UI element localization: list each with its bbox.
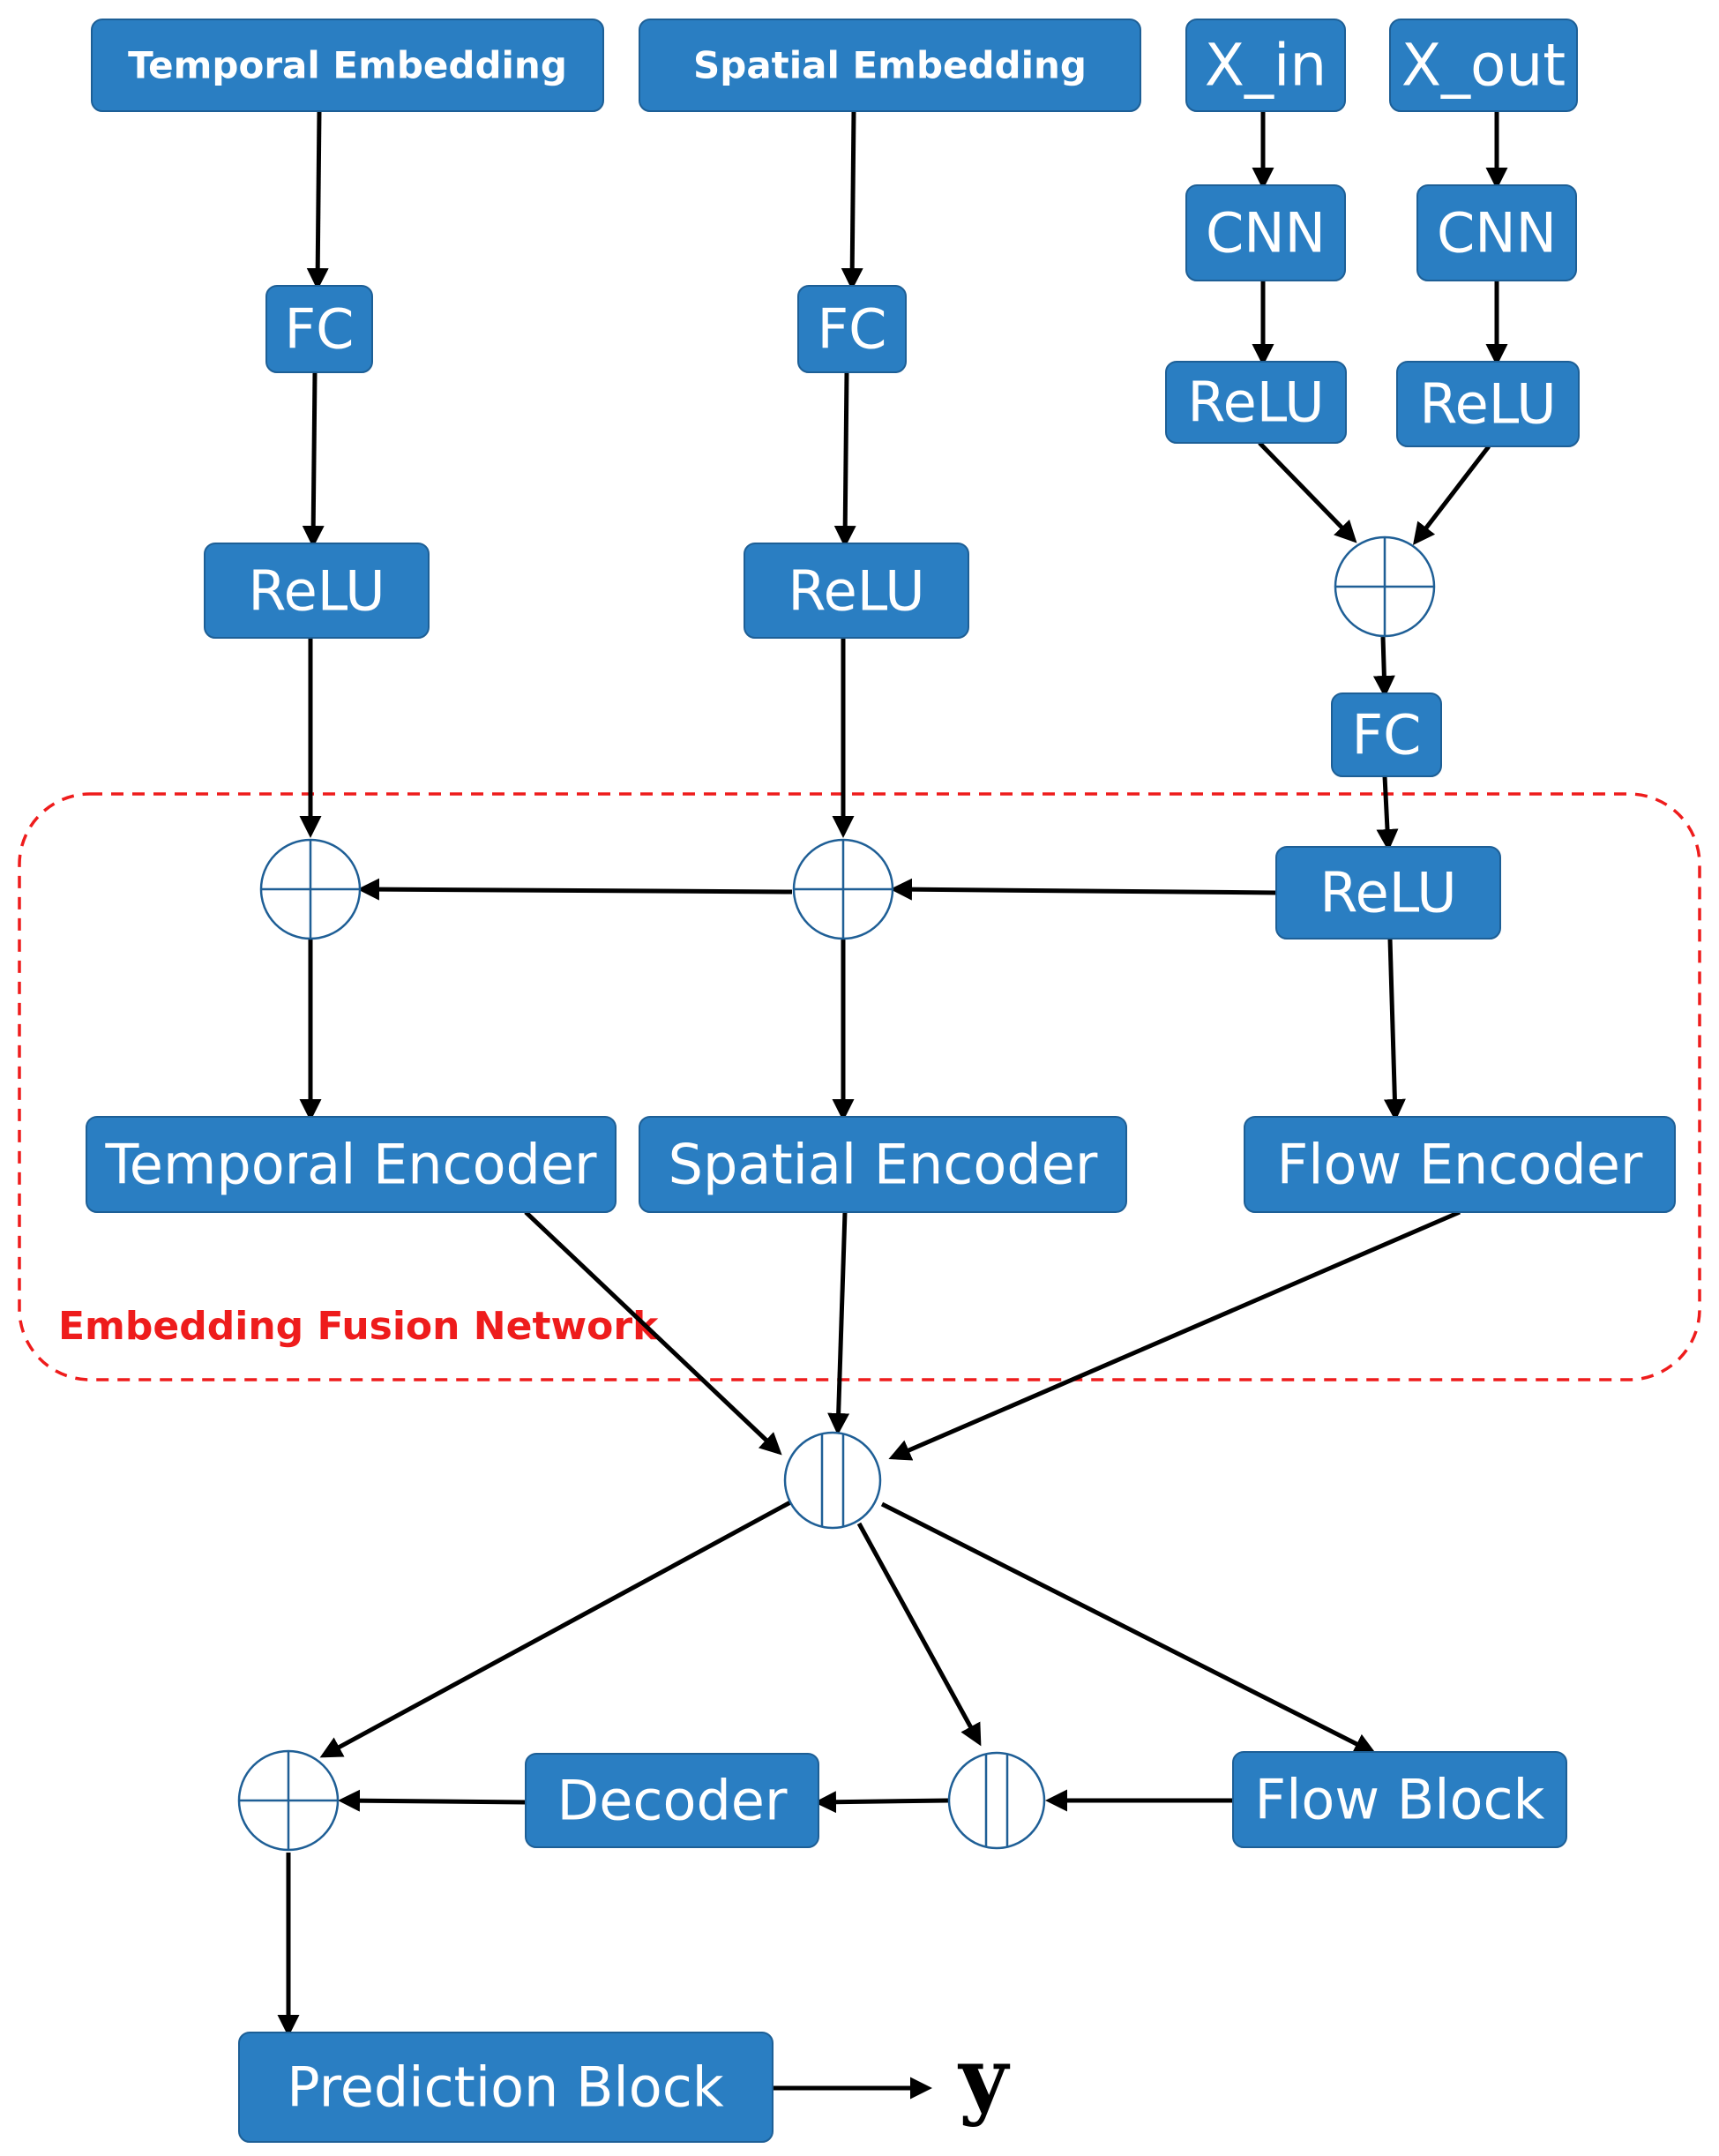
flow-block: Flow Block xyxy=(1232,1751,1567,1848)
temporal-encoder: Temporal Encoder xyxy=(86,1116,617,1213)
spatial-encoder-label: Spatial Encoder xyxy=(669,1133,1098,1197)
temporal-fc: FC xyxy=(265,285,373,373)
edges xyxy=(277,110,1508,2100)
prediction-block-label: Prediction Block xyxy=(287,2055,723,2120)
edge-spatial-sum-to-temporal-sum xyxy=(357,878,793,901)
decoder-label: Decoder xyxy=(557,1769,788,1833)
flow-relu-in: ReLU xyxy=(1165,361,1347,444)
flow-relu-out-label: ReLU xyxy=(1419,372,1556,437)
edge-flow-relu-to-spatial-sum xyxy=(890,878,1277,901)
edge-sum-to-fc xyxy=(1372,636,1395,698)
flow-cnn-out-label: CNN xyxy=(1437,201,1557,266)
spatial-encoder: Spatial Encoder xyxy=(639,1116,1127,1213)
flow-fc-label: FC xyxy=(1352,703,1422,767)
input-spatial-embedding: Spatial Embedding xyxy=(639,19,1141,112)
temporal-relu-label: ReLU xyxy=(248,559,385,624)
flow-relu: ReLU xyxy=(1275,846,1501,940)
prediction-block: Prediction Block xyxy=(238,2032,774,2143)
spatial-sum-operator xyxy=(792,838,894,940)
spatial-fc: FC xyxy=(797,285,907,373)
edge-temporal-embedding-to-fc xyxy=(306,110,329,290)
embedding-fusion-network-title: Embedding Fusion Network xyxy=(58,1304,660,1349)
flow-block-label: Flow Block xyxy=(1255,1768,1545,1832)
flow-relu-out: ReLU xyxy=(1396,361,1580,447)
embedding-fusion-network-frame: Embedding Fusion Network xyxy=(18,792,1701,1381)
temporal-encoder-label: Temporal Encoder xyxy=(104,1133,597,1197)
edge-relu-in-to-sum xyxy=(1258,441,1357,543)
temporal-relu: ReLU xyxy=(204,543,430,639)
temporal-sum-operator xyxy=(259,838,362,940)
flow-encoder: Flow Encoder xyxy=(1244,1116,1676,1213)
flow-relu-label: ReLU xyxy=(1319,861,1456,925)
flow-sum-operator xyxy=(1334,535,1436,638)
input-x-in: X_in xyxy=(1185,19,1346,112)
input-spatial-embedding-label: Spatial Embedding xyxy=(693,44,1087,87)
edge-fc-to-flow-relu xyxy=(1376,775,1399,851)
flow-cnn-in: CNN xyxy=(1185,184,1346,281)
edge-temporal-fc-to-relu xyxy=(302,371,325,548)
flow-cnn-out: CNN xyxy=(1416,184,1577,281)
decoder-concat-operator xyxy=(947,1751,1046,1850)
input-temporal-embedding-label: Temporal Embedding xyxy=(128,44,567,87)
input-temporal-embedding: Temporal Embedding xyxy=(91,19,604,112)
temporal-fc-label: FC xyxy=(285,297,355,362)
edge-spatial-fc-to-relu xyxy=(833,371,856,548)
input-x-out-label: X_out xyxy=(1401,32,1566,100)
output-sum-operator xyxy=(237,1749,340,1852)
flow-relu-in-label: ReLU xyxy=(1187,371,1324,435)
edge-temporal-encoder-to-concat xyxy=(524,1210,782,1456)
input-x-in-label: X_in xyxy=(1205,32,1327,100)
edge-flow-relu-to-encoder xyxy=(1383,938,1406,1121)
edge-concat-to-decoder-concat xyxy=(856,1522,982,1747)
spatial-relu: ReLU xyxy=(744,543,969,639)
edge-concat-to-flow-block xyxy=(880,1501,1377,1755)
decoder: Decoder xyxy=(525,1753,819,1848)
spatial-fc-label: FC xyxy=(818,297,887,362)
edge-decoder-to-output-sum xyxy=(338,1789,527,1812)
flow-fc: FC xyxy=(1331,692,1442,777)
input-x-out: X_out xyxy=(1389,19,1578,112)
main-concat-operator xyxy=(783,1431,882,1530)
edge-flow-encoder-to-concat xyxy=(888,1209,1461,1461)
edge-spatial-encoder-to-concat xyxy=(827,1211,850,1435)
spatial-relu-label: ReLU xyxy=(788,559,924,624)
edge-concat-to-output-sum xyxy=(319,1499,794,1758)
edge-spatial-embedding-to-fc xyxy=(841,110,863,290)
flow-encoder-label: Flow Encoder xyxy=(1277,1133,1643,1197)
flow-cnn-in-label: CNN xyxy=(1206,201,1326,266)
output-y-label: y xyxy=(957,2029,1011,2129)
edge-decoder-concat-to-decoder xyxy=(814,1791,949,1814)
edge-relu-out-to-sum xyxy=(1412,445,1491,545)
